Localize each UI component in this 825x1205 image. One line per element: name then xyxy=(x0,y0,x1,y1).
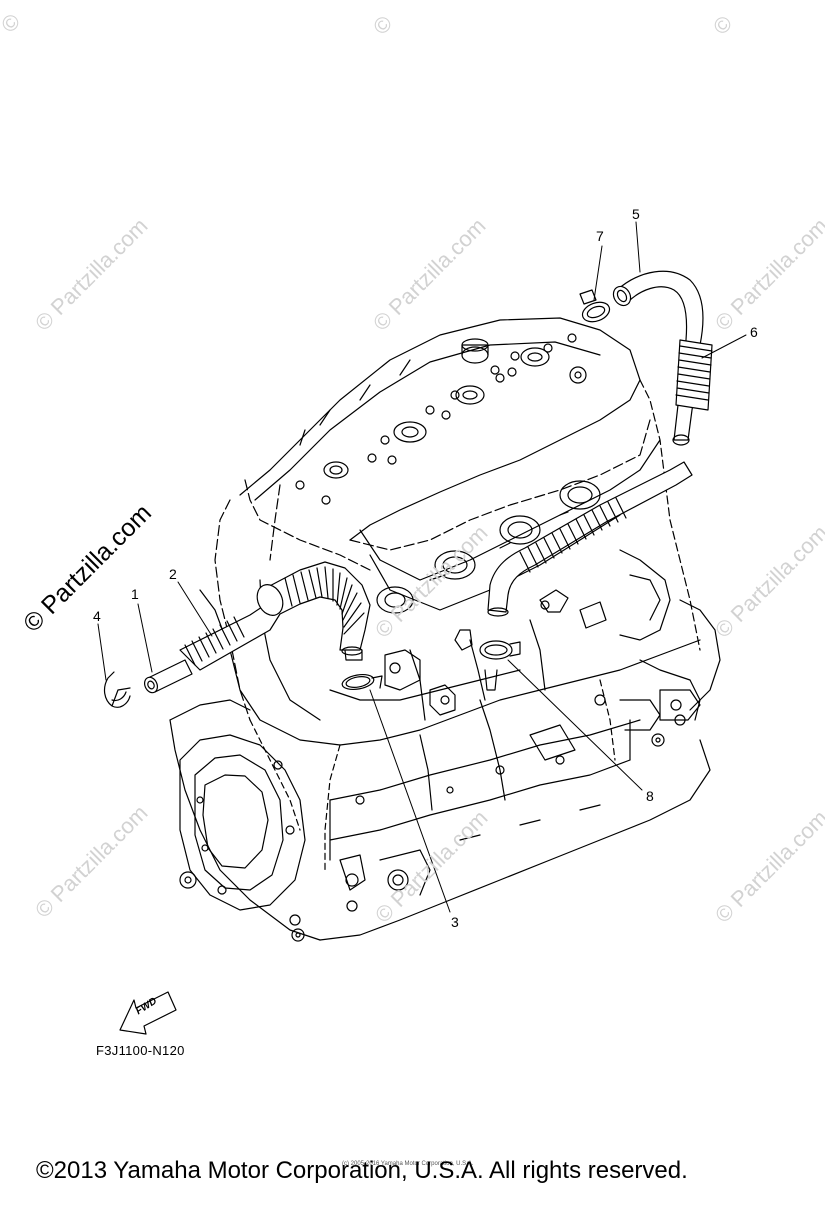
clip-4 xyxy=(103,671,131,708)
callout-8: 8 xyxy=(646,788,654,804)
pipe-1 xyxy=(143,659,193,694)
callout-2: 2 xyxy=(169,566,177,582)
small-copyright: (c) 2005-2016 Yamaha Motor Corporation, … xyxy=(342,1161,474,1167)
fwd-arrow-icon xyxy=(119,991,177,1035)
callout-1: 1 xyxy=(131,586,139,602)
callout-3: 3 xyxy=(451,914,459,930)
sleeve-6 xyxy=(675,339,713,411)
copyright-notice: ©2013 Yamaha Motor Corporation, U.S.A. A… xyxy=(36,1157,688,1184)
clamp-3 xyxy=(341,673,383,691)
head-bolts xyxy=(295,333,577,505)
leader-lines xyxy=(97,221,747,913)
clamp-8 xyxy=(479,640,521,660)
diagram-code: F3J1100-N120 xyxy=(96,1043,185,1058)
clamp-7 xyxy=(579,289,611,323)
hose-long xyxy=(487,461,693,617)
callout-6: 6 xyxy=(750,324,758,340)
engine-block xyxy=(169,317,721,942)
hose-2 xyxy=(179,561,371,671)
callout-7: 7 xyxy=(596,228,604,244)
callout-4: 4 xyxy=(93,608,101,624)
callout-5: 5 xyxy=(632,206,640,222)
